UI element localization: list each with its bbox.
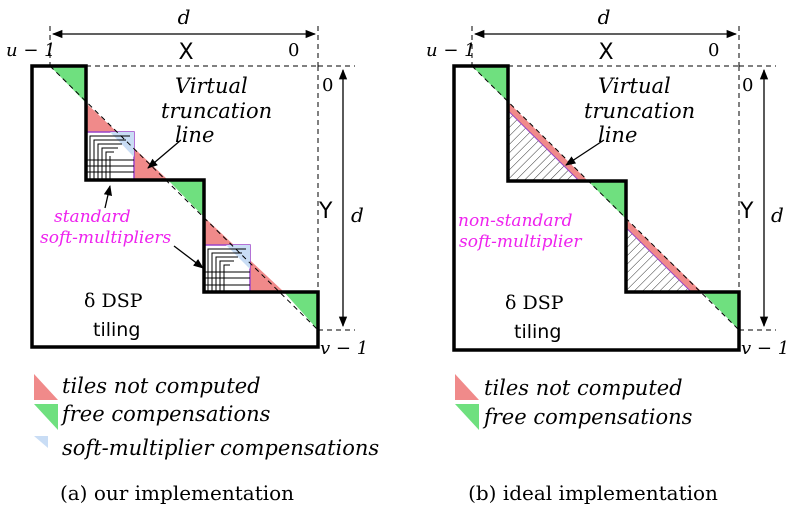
x-left-index: u − 1 (426, 40, 476, 61)
virtual-truncation-label: line (598, 123, 637, 147)
soft-multiplier-pointer (103, 184, 112, 209)
dsp-tiling-label: δ DSP (84, 290, 143, 312)
legend-label: free compensations (60, 402, 271, 426)
free-compensation-region (168, 180, 204, 217)
virtual-truncation-label: truncation (584, 99, 695, 123)
y-axis-label: Y (739, 199, 754, 224)
virtual-truncation-label: line (175, 123, 214, 147)
dsp-tiling-outline (30, 64, 320, 349)
legend-swatch-not-computed (455, 374, 479, 400)
caption-a: (a) our implementation (60, 481, 294, 505)
legend-swatch-free-comp (455, 404, 479, 430)
legend-label: tiles not computed (484, 376, 683, 400)
y-top-index: 0 (322, 75, 333, 96)
caption-b: (b) ideal implementation (468, 481, 718, 505)
free-compensation-region (284, 292, 318, 330)
virtual-truncation-pointer (565, 139, 605, 166)
legend-label: tiles not computed (62, 374, 261, 398)
legend-label: soft-multiplier compensations (62, 436, 379, 460)
y-dimension-label: d (771, 203, 784, 227)
soft-multiplier-label: non-standard (458, 211, 573, 231)
legend-swatch-free-comp (34, 404, 58, 430)
legend-label: free compensations (482, 405, 693, 429)
top-dimension-label: d (598, 5, 611, 29)
x-axis-label: X (178, 40, 193, 65)
virtual-truncation-pointer (147, 139, 182, 169)
soft-multiplier-pointer (173, 245, 204, 269)
dsp-tiling-outline (452, 64, 741, 352)
x-right-index: 0 (288, 40, 299, 61)
free-compensation-region (702, 292, 739, 330)
y-bottom-index: v − 1 (741, 338, 787, 359)
soft-multiplier-label: standard (54, 207, 131, 227)
x-axis-label: X (598, 40, 613, 65)
virtual-truncation-label: truncation (161, 99, 272, 123)
dsp-tiling-label: δ DSP (505, 292, 564, 314)
x-right-index: 0 (708, 40, 719, 61)
panel-b: d X u − 1 0 0 Y d v − 1 Virtual truncati… (426, 5, 787, 505)
legend-b: tiles not computed free compensations (455, 374, 693, 430)
dsp-tiling-label: tiling (514, 321, 561, 343)
y-bottom-index: v − 1 (320, 338, 368, 359)
panel-a: d X u − 1 0 0 Y d v − 1 (6, 5, 379, 505)
soft-multiplier-label: soft-multipliers (40, 228, 172, 248)
y-axis-label: Y (318, 199, 333, 224)
x-left-index: u − 1 (6, 40, 56, 61)
legend-a: tiles not computed free compensations so… (34, 374, 379, 460)
free-compensation-region (50, 66, 86, 103)
legend-swatch-not-computed (34, 374, 58, 400)
virtual-truncation-label: Virtual (175, 74, 248, 98)
y-top-index: 0 (742, 75, 753, 96)
dsp-tiling-label: tiling (93, 319, 140, 341)
legend-swatch-soft-comp (34, 436, 48, 448)
y-dimension-label: d (351, 203, 364, 227)
virtual-truncation-label: Virtual (598, 74, 671, 98)
top-dimension-label: d (178, 5, 191, 29)
soft-multiplier-label: soft-multiplier (459, 232, 582, 252)
free-compensation-region (472, 66, 508, 102)
